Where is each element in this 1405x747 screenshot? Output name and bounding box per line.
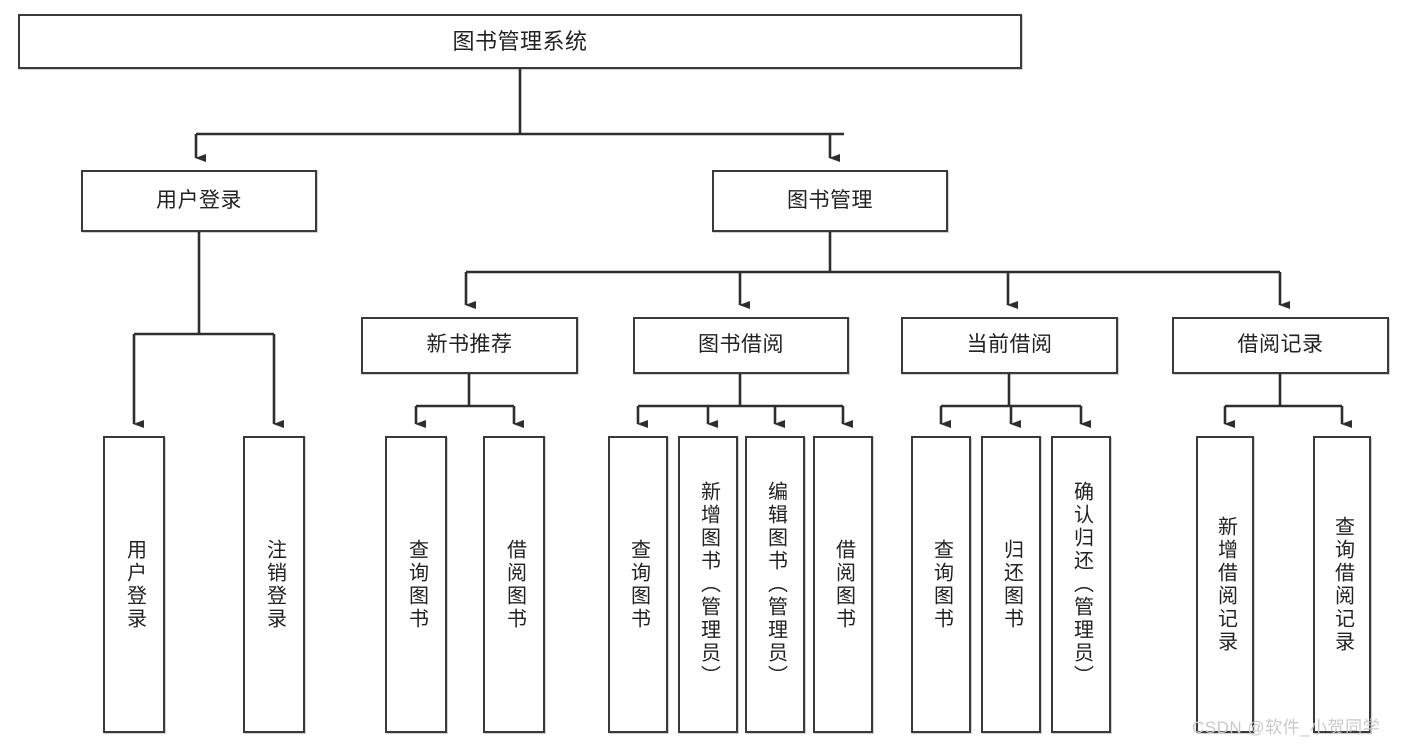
node-borrow-record-label: 借阅记录 bbox=[1237, 333, 1324, 357]
node-leaf-query-book-1[interactable]: 查询图书 bbox=[385, 436, 447, 733]
node-leaf-query-book-3-label: 查询图书 bbox=[930, 538, 953, 631]
node-leaf-logout[interactable]: 注销登录 bbox=[243, 436, 305, 733]
node-leaf-add-book[interactable]: 新增图书（管理员） bbox=[678, 436, 738, 733]
node-current-borrow-label: 当前借阅 bbox=[966, 333, 1053, 357]
node-leaf-return-book-label: 归还图书 bbox=[1000, 538, 1023, 631]
node-leaf-logout-label: 注销登录 bbox=[263, 538, 286, 631]
node-leaf-query-book-1-label: 查询图书 bbox=[405, 538, 428, 631]
node-leaf-borrow-book-2[interactable]: 借阅图书 bbox=[813, 436, 873, 733]
node-book-management-label: 图书管理 bbox=[787, 188, 873, 212]
node-user-login-label: 用户登录 bbox=[156, 188, 242, 212]
node-leaf-return-book[interactable]: 归还图书 bbox=[981, 436, 1041, 733]
node-leaf-add-book-label: 新增图书（管理员） bbox=[697, 481, 720, 688]
node-borrow-record[interactable]: 借阅记录 bbox=[1172, 317, 1389, 374]
node-root-label: 图书管理系统 bbox=[452, 28, 588, 54]
node-book-management[interactable]: 图书管理 bbox=[712, 170, 948, 232]
node-leaf-confirm-return-label: 确认归还（管理员） bbox=[1070, 481, 1093, 688]
node-current-borrow[interactable]: 当前借阅 bbox=[901, 317, 1118, 374]
node-new-book-recommend-label: 新书推荐 bbox=[426, 333, 513, 357]
node-user-login[interactable]: 用户登录 bbox=[81, 170, 317, 232]
node-root[interactable]: 图书管理系统 bbox=[18, 14, 1022, 69]
node-leaf-edit-book-label: 编辑图书（管理员） bbox=[764, 481, 787, 688]
node-leaf-query-book-2[interactable]: 查询图书 bbox=[608, 436, 668, 733]
node-leaf-confirm-return[interactable]: 确认归还（管理员） bbox=[1051, 436, 1111, 733]
node-leaf-borrow-book-2-label: 借阅图书 bbox=[832, 538, 855, 631]
node-leaf-user-login-label: 用户登录 bbox=[123, 538, 146, 631]
node-leaf-query-record-label: 查询借阅记录 bbox=[1331, 515, 1354, 654]
csdn-watermark: CSDN @软件_小贺同学 bbox=[1192, 718, 1381, 737]
node-leaf-query-book-3[interactable]: 查询图书 bbox=[911, 436, 971, 733]
node-leaf-query-book-2-label: 查询图书 bbox=[627, 538, 650, 631]
node-leaf-borrow-book-1[interactable]: 借阅图书 bbox=[483, 436, 545, 733]
node-leaf-borrow-book-1-label: 借阅图书 bbox=[503, 538, 526, 631]
node-book-borrow-label: 图书借阅 bbox=[698, 333, 784, 357]
node-leaf-query-record[interactable]: 查询借阅记录 bbox=[1313, 436, 1371, 733]
node-leaf-add-record[interactable]: 新增借阅记录 bbox=[1196, 436, 1254, 733]
node-new-book-recommend[interactable]: 新书推荐 bbox=[361, 317, 578, 374]
node-leaf-edit-book[interactable]: 编辑图书（管理员） bbox=[745, 436, 805, 733]
node-leaf-add-record-label: 新增借阅记录 bbox=[1214, 515, 1237, 654]
node-book-borrow[interactable]: 图书借阅 bbox=[633, 317, 849, 374]
node-leaf-user-login[interactable]: 用户登录 bbox=[103, 436, 165, 733]
